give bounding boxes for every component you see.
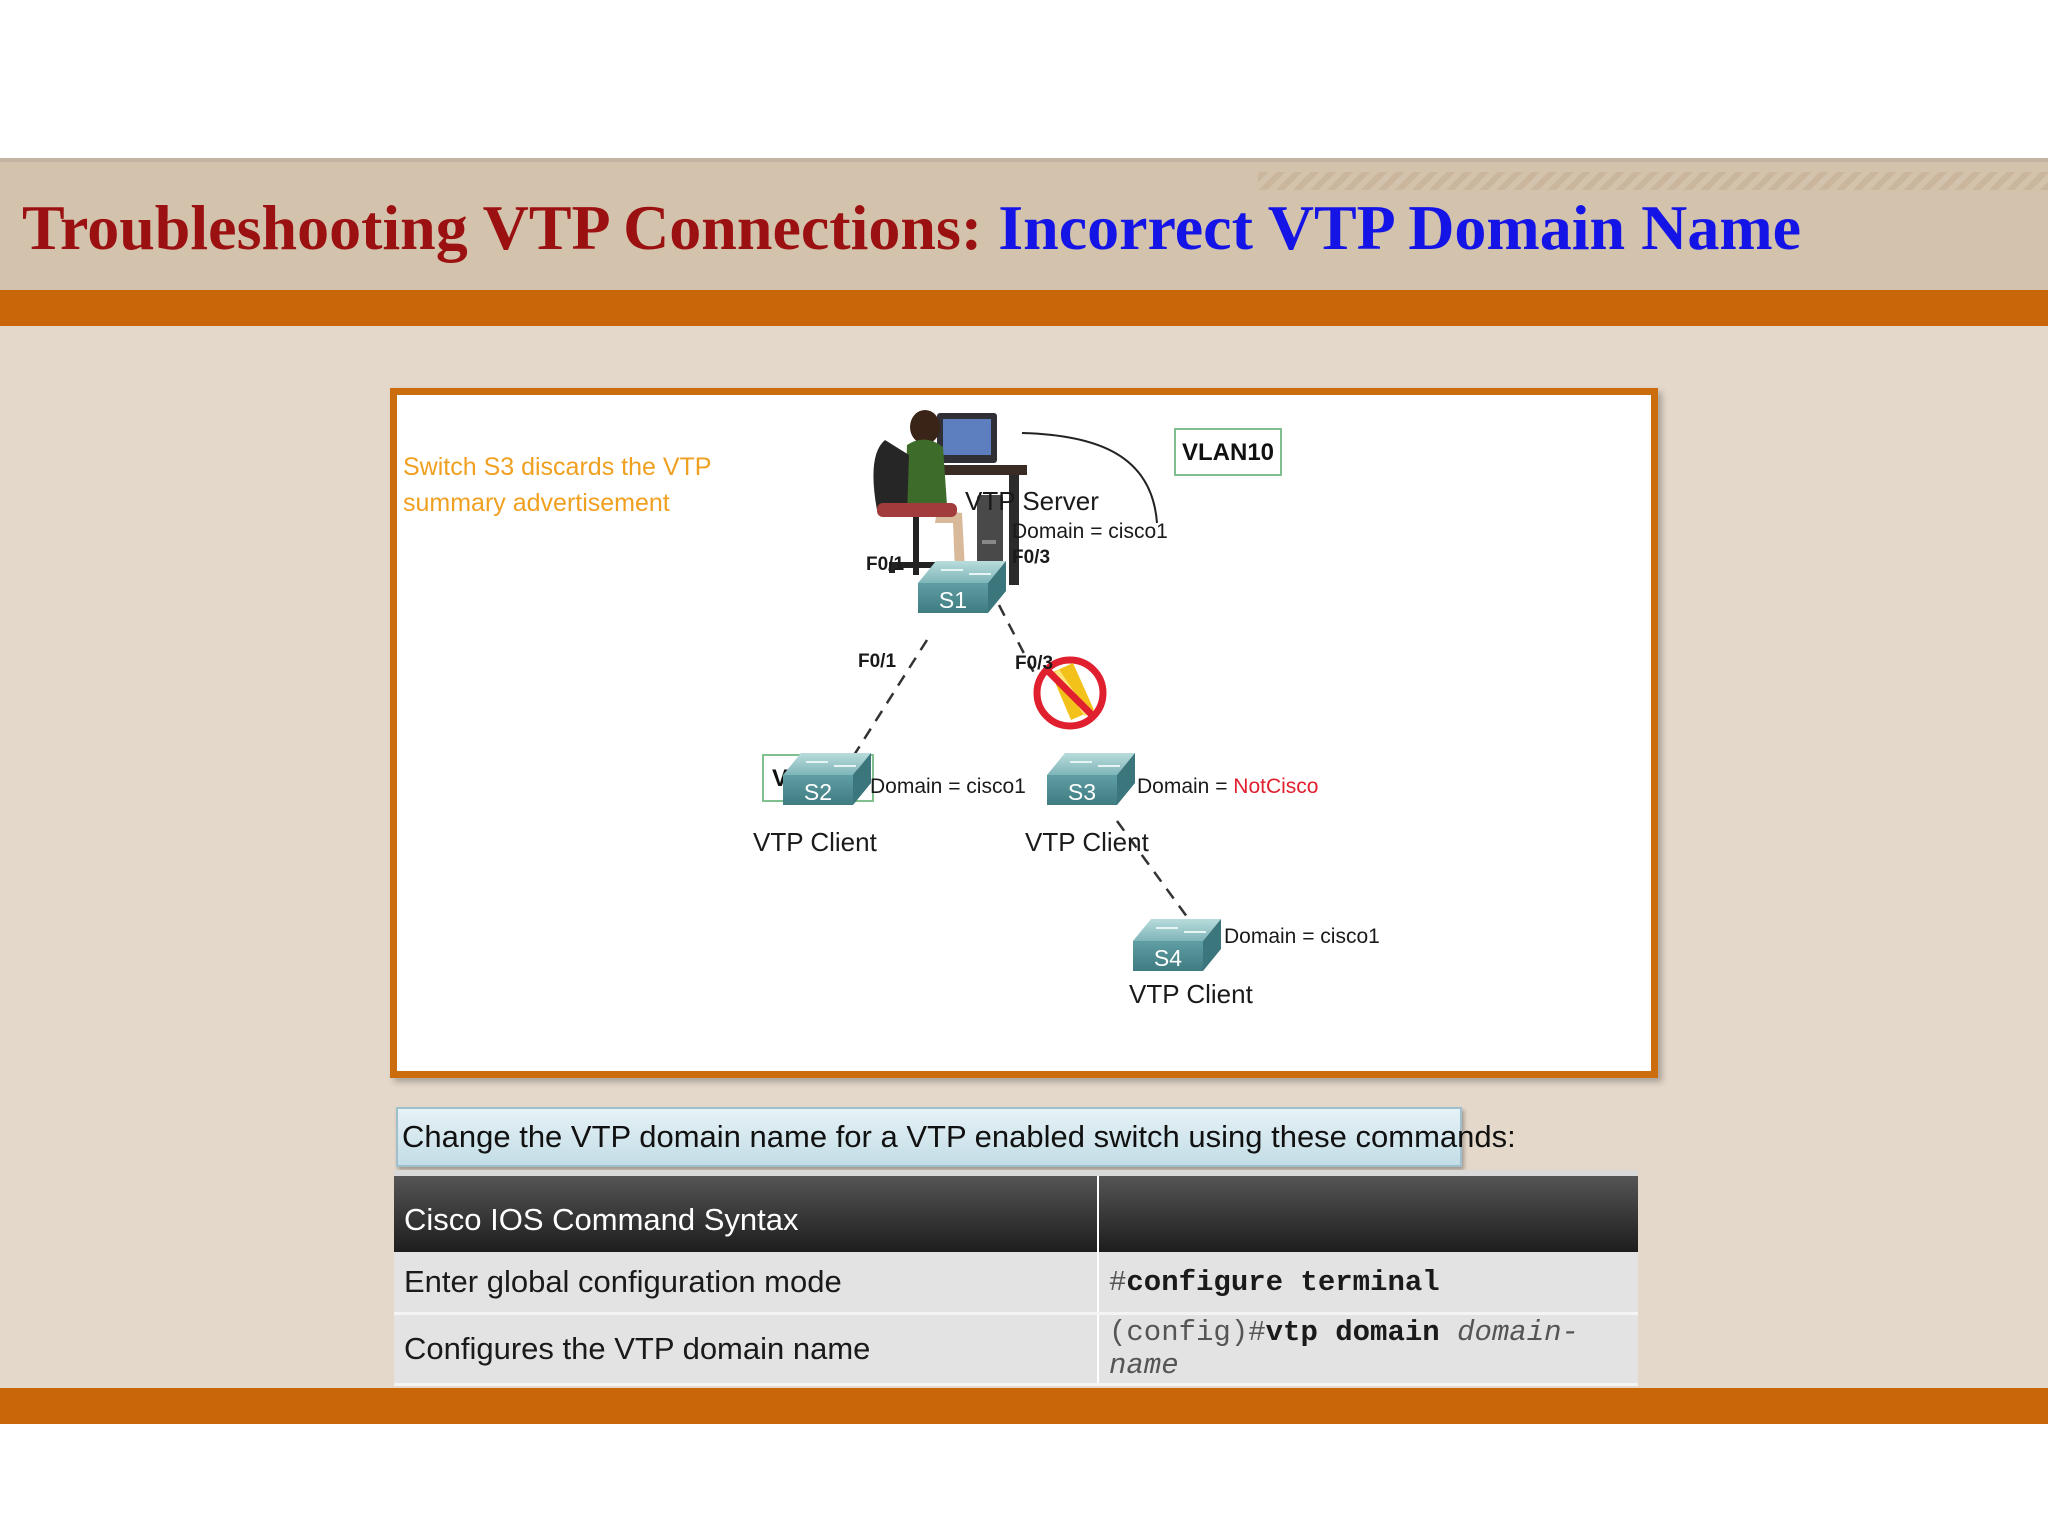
vlan-box-server [1174,428,1282,476]
cmd-keyword: configure terminal [1126,1265,1440,1299]
switch-s1-icon [918,561,1006,613]
vtp-network-diagram: Switch S3 discards the VTP summary adver… [390,388,1658,1078]
s2-role: VTP Client [753,827,878,857]
port-s1-f01: F0/1 [866,554,904,575]
blocked-advertisement-icon [1033,656,1107,730]
orange-divider-bottom [0,1388,2048,1424]
admin-workstation-icon [873,410,1158,585]
port-s3-f03: F0/3 [1015,653,1053,674]
switch-s1-label: S1 [939,587,967,613]
port-s1-f03: F0/3 [1012,547,1050,568]
command-syntax-table: Cisco IOS Command Syntax Enter global co… [394,1170,1638,1386]
s4-role: VTP Client [1129,979,1254,1009]
title-band: Troubleshooting VTP Connections: Incorre… [0,158,2048,294]
command-caption: Change the VTP domain name for a VTP ena… [396,1107,1516,1167]
row-command: #configure terminal [1097,1252,1638,1315]
row-description: Configures the VTP domain name [394,1313,1098,1386]
table-header-row: Cisco IOS Command Syntax [394,1170,1638,1252]
decorative-hatch [1258,172,2048,190]
s3-role: VTP Client [1025,827,1150,857]
s2-domain: Domain = cisco1 [870,775,1026,798]
s3-domain: Domain = NotCisco [1137,775,1319,798]
port-s2-f01: F0/1 [858,651,896,672]
table-row: Enter global configuration mode #configu… [394,1252,1638,1315]
s1-domain: Domain = cisco1 [1012,520,1168,543]
s4-domain: Domain = cisco1 [1224,925,1380,948]
link-s1-s2 [847,639,929,764]
slide-title: Troubleshooting VTP Connections: Incorre… [22,190,1801,267]
s1-role: VTP Server [965,486,1099,516]
table-header-syntax: Cisco IOS Command Syntax [394,1170,1098,1252]
title-part-main: Troubleshooting VTP Connections: [22,192,999,263]
row-description: Enter global configuration mode [394,1252,1098,1315]
cmd-prompt: # [1109,1265,1127,1299]
orange-divider-top [0,290,2048,326]
note-line-1: Switch S3 discards the VTP [403,453,711,481]
row-command: (config)#vtp domain domain-name [1097,1313,1638,1386]
switch-s3-label: S3 [1068,779,1096,805]
table-header-command [1097,1170,1638,1252]
vlan-label-server: VLAN10 [1182,439,1274,466]
s3-domain-value: NotCisco [1233,775,1318,798]
title-part-topic: Incorrect VTP Domain Name [998,192,1802,263]
switch-s4-icon [1133,919,1221,971]
switch-s4-label: S4 [1154,945,1182,971]
cmd-argument: domain-name [1109,1316,1579,1382]
cmd-keyword: vtp domain [1265,1316,1440,1349]
note-line-2: summary advertisement [403,489,670,517]
s3-domain-prefix: Domain = [1137,775,1233,798]
cmd-prompt: (config)# [1109,1316,1266,1349]
switch-s2-icon [783,753,871,805]
switch-s3-icon [1047,753,1135,805]
switch-s2-label: S2 [804,779,832,805]
link-s1-s3 [997,604,1067,734]
table-row: Configures the VTP domain name (config)#… [394,1313,1638,1386]
link-s3-s4 [1115,820,1195,926]
